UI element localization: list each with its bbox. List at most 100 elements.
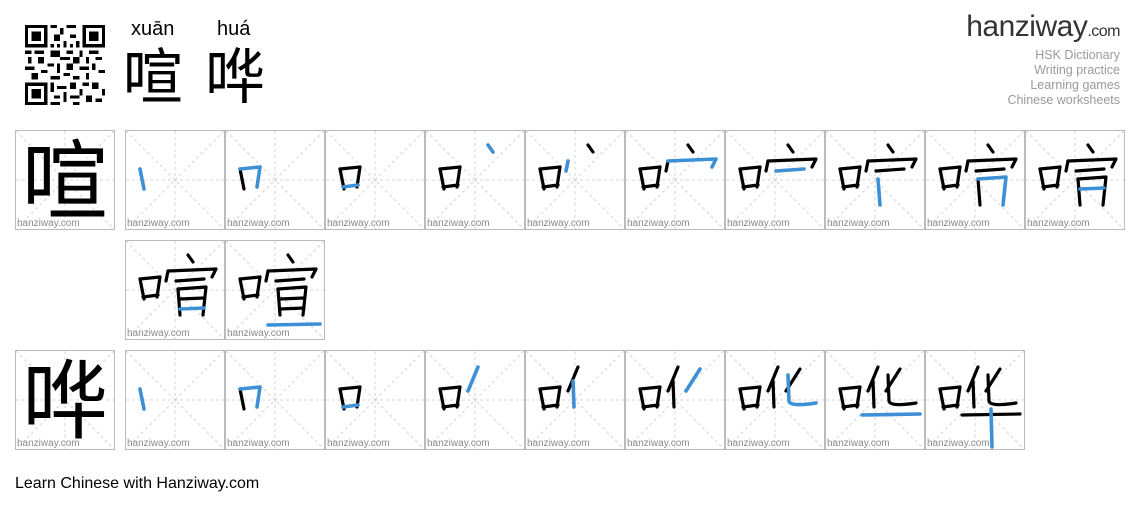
stroke-7 <box>986 373 1018 407</box>
stroke-2 <box>438 165 462 189</box>
watermark: hanziway.com <box>427 438 490 449</box>
stroke-4 <box>766 365 780 393</box>
stroke-4 <box>666 365 680 393</box>
stroke-6 <box>966 157 1018 169</box>
stroke-diagram <box>926 131 1024 229</box>
stroke-9 <box>976 175 1008 207</box>
stroke-diagram <box>926 351 1024 449</box>
character-xuan: 喧 <box>123 43 183 113</box>
cell-xuan-step-8: hanziway.com <box>825 130 925 230</box>
stroke-3 <box>941 403 960 409</box>
stroke-3 <box>741 403 760 409</box>
tagline-writing: Writing practice <box>1034 63 1120 77</box>
character-hua: 哗 <box>205 43 265 113</box>
stroke-diagram <box>226 351 324 449</box>
cell-xuan-step-12: hanziway.com <box>225 240 325 340</box>
watermark: hanziway.com <box>1027 218 1090 229</box>
stroke-diagram <box>226 131 324 229</box>
watermark: hanziway.com <box>127 218 190 229</box>
tagline-games: Learning games <box>1030 78 1120 92</box>
stroke-4 <box>786 143 795 154</box>
stroke-5 <box>971 379 976 409</box>
stroke-3 <box>541 183 560 189</box>
brand-logo[interactable]: hanziway.com <box>966 10 1120 44</box>
watermark: hanziway.com <box>627 218 690 229</box>
watermark: hanziway.com <box>227 218 290 229</box>
stroke-4 <box>586 143 595 154</box>
stroke-7 <box>886 373 918 407</box>
stroke-5 <box>571 379 576 409</box>
stroke-diagram <box>726 351 824 449</box>
stroke-5 <box>1064 159 1070 173</box>
stroke-diagram <box>826 131 924 229</box>
stroke-diagram <box>126 241 224 339</box>
stroke-10 <box>278 296 306 301</box>
full-character: 哗 <box>22 352 108 449</box>
stroke-6 <box>266 267 318 279</box>
stroke-5 <box>164 269 170 283</box>
stroke-4 <box>686 143 695 154</box>
watermark: hanziway.com <box>627 438 690 449</box>
cell-xuan-step-11: hanziway.com <box>125 240 225 340</box>
stroke-diagram <box>626 351 724 449</box>
stroke-2 <box>138 275 162 299</box>
stroke-4 <box>186 253 195 264</box>
watermark: hanziway.com <box>727 438 790 449</box>
pinyin-xuan: xuān <box>131 18 175 40</box>
cell-xuan-step-3: hanziway.com <box>325 130 425 230</box>
cell-hua-step-7: hanziway.com <box>725 350 825 450</box>
stroke-2 <box>738 385 762 409</box>
tagline-dictionary: HSK Dictionary <box>1035 48 1120 62</box>
stroke-3 <box>841 183 860 189</box>
cell-hua-step-2: hanziway.com <box>225 350 325 450</box>
stroke-2 <box>938 385 962 409</box>
watermark: hanziway.com <box>227 328 290 339</box>
stroke-9 <box>176 285 208 317</box>
stroke-diagram <box>426 351 524 449</box>
watermark: hanziway.com <box>927 218 990 229</box>
brand-block: hanziway.com HSK Dictionary Writing prac… <box>966 10 1120 108</box>
stroke-8 <box>976 177 982 207</box>
stroke-3 <box>341 183 360 189</box>
stroke-1 <box>238 167 246 191</box>
stroke-5 <box>264 269 270 283</box>
stroke-2 <box>338 385 362 409</box>
stroke-3 <box>641 403 660 409</box>
stroke-6 <box>666 157 718 169</box>
stroke-4 <box>486 143 495 154</box>
stroke-1 <box>138 387 146 411</box>
watermark: hanziway.com <box>927 438 990 449</box>
stroke-2 <box>238 385 262 409</box>
stroke-12 <box>266 322 322 327</box>
cell-hua-step-9: hanziway.com <box>925 350 1025 450</box>
stroke-4 <box>986 143 995 154</box>
stroke-8 <box>1076 177 1082 207</box>
stroke-diagram <box>126 131 224 229</box>
stroke-10 <box>178 296 206 301</box>
stroke-3 <box>841 403 860 409</box>
stroke-5 <box>764 159 770 173</box>
stroke-7 <box>174 277 206 283</box>
cell-xuan-step-2: hanziway.com <box>225 130 325 230</box>
cell-xuan-step-10: hanziway.com <box>1025 130 1125 230</box>
stroke-4 <box>566 365 580 393</box>
watermark: hanziway.com <box>127 438 190 449</box>
stroke-2 <box>938 165 962 189</box>
stroke-5 <box>564 159 570 173</box>
stroke-9 <box>989 407 994 449</box>
stroke-3 <box>341 403 360 409</box>
stroke-2 <box>1038 165 1062 189</box>
stroke-7 <box>274 277 306 283</box>
watermark: hanziway.com <box>827 218 890 229</box>
stroke-4 <box>1086 143 1095 154</box>
stroke-6 <box>766 157 818 169</box>
watermark: hanziway.com <box>327 218 390 229</box>
stroke-2 <box>838 385 862 409</box>
stroke-11 <box>278 306 306 311</box>
stroke-3 <box>641 183 660 189</box>
watermark: hanziway.com <box>17 438 80 449</box>
stroke-diagram <box>626 131 724 229</box>
stroke-3 <box>141 293 160 299</box>
stroke-2 <box>238 165 262 189</box>
watermark: hanziway.com <box>727 218 790 229</box>
